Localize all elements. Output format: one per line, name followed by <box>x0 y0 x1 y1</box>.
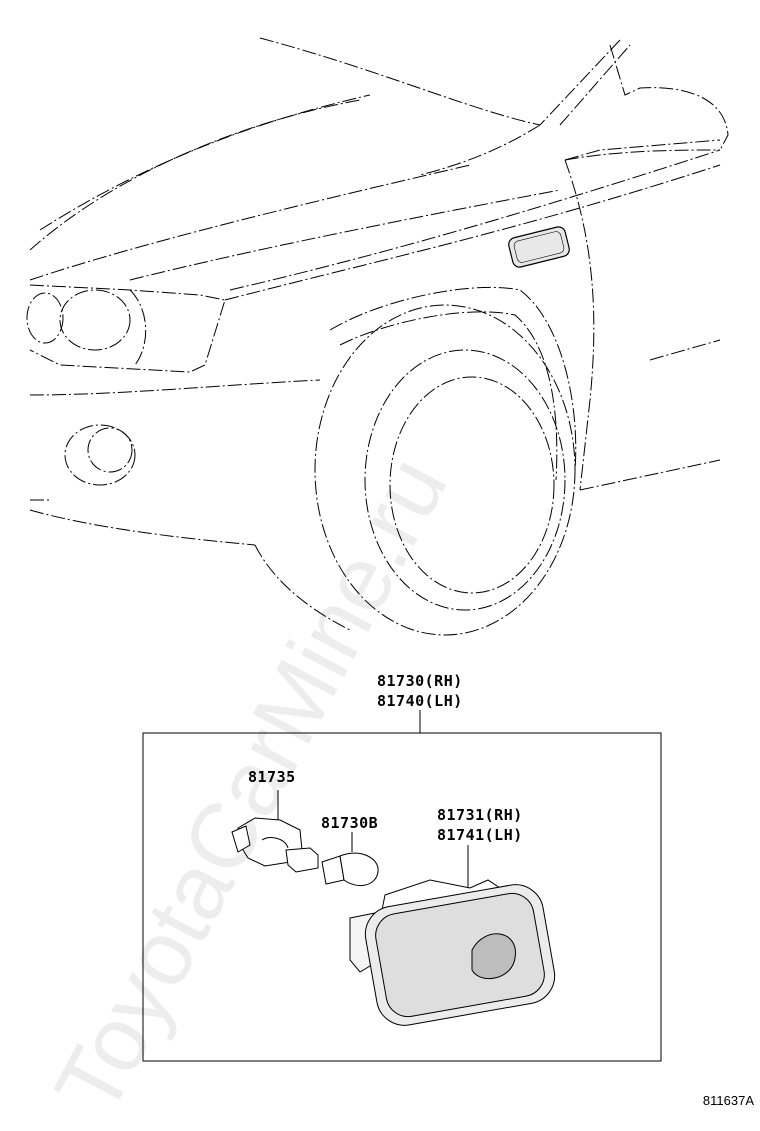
lens-part <box>349 845 556 1026</box>
part-label-bulb: 81730B <box>321 814 379 832</box>
car-outline <box>26 37 729 636</box>
assembly-frame <box>142 732 662 1062</box>
part-label-lens-rh: 81731(RH) <box>437 806 523 824</box>
bulb-part <box>321 832 379 887</box>
socket-part <box>231 790 319 873</box>
part-label-socket: 81735 <box>248 768 296 786</box>
part-label-lens-lh: 81741(LH) <box>437 826 523 844</box>
figure-id: 811637A <box>702 1093 754 1108</box>
side-marker-on-car <box>508 226 570 268</box>
part-label-assembly-rh: 81730(RH) <box>377 672 463 690</box>
part-label-assembly-lh: 81740(LH) <box>377 692 463 710</box>
